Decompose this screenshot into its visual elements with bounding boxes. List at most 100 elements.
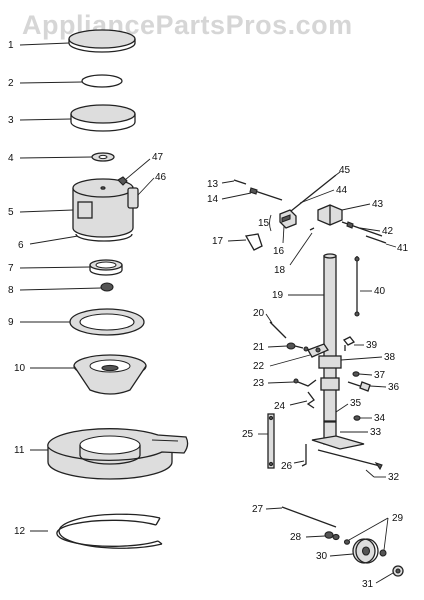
leader-23 — [267, 381, 295, 384]
callout-33: 33 — [370, 427, 382, 438]
part-5-motor-housing[interactable] — [72, 176, 139, 238]
part-3-thick-disc[interactable] — [70, 104, 136, 132]
part-23-link[interactable] — [293, 378, 317, 387]
callout-46: 46 — [155, 172, 167, 183]
leader-35 — [335, 403, 349, 413]
leader-6 — [29, 235, 79, 245]
part-2-small-disc[interactable] — [81, 74, 123, 88]
part-31-end-cap[interactable] — [392, 565, 404, 577]
part-7-ring[interactable] — [89, 259, 123, 276]
callout-20: 20 — [253, 308, 265, 319]
part-21-bushing[interactable] — [286, 342, 309, 352]
part-29-washer-pair[interactable] — [343, 539, 387, 557]
part-10-hopper[interactable] — [73, 354, 147, 395]
leader-3 — [19, 118, 72, 121]
callout-3: 3 — [8, 115, 14, 126]
callout-21: 21 — [253, 342, 265, 353]
leader-31 — [375, 572, 394, 584]
callout-45: 45 — [339, 165, 351, 176]
leader-20 — [265, 313, 273, 324]
callout-42: 42 — [382, 226, 394, 237]
part-42-rod[interactable] — [341, 221, 387, 244]
leader-36 — [369, 385, 387, 388]
part-17-clip[interactable] — [244, 233, 263, 251]
leader-24 — [289, 400, 308, 406]
part-19-main-shaft[interactable] — [318, 253, 342, 422]
callout-2: 2 — [8, 78, 14, 89]
callout-6: 6 — [18, 240, 24, 251]
callout-27: 27 — [252, 504, 264, 515]
part-8-nut[interactable] — [100, 282, 114, 292]
callout-14: 14 — [207, 194, 219, 205]
part-1-cover-disc[interactable] — [68, 29, 136, 53]
leader-37 — [358, 373, 373, 376]
callout-37: 37 — [374, 370, 386, 381]
leader-21 — [267, 345, 288, 348]
leader-4 — [19, 156, 93, 159]
part-45-rod[interactable] — [285, 174, 337, 216]
leader-38 — [340, 356, 383, 361]
bracket-15 — [269, 214, 272, 232]
part-28-spacer[interactable] — [324, 531, 340, 541]
callout-24: 24 — [274, 401, 286, 412]
callout-38: 38 — [384, 352, 396, 363]
leader-26 — [293, 460, 305, 464]
leader-29-b — [383, 517, 389, 551]
callout-23: 23 — [253, 378, 265, 389]
callout-17: 17 — [212, 236, 224, 247]
callout-9: 9 — [8, 317, 14, 328]
callout-40: 40 — [374, 286, 386, 297]
callout-28: 28 — [290, 532, 302, 543]
leader-14 — [221, 192, 252, 200]
part-25-bar[interactable] — [267, 413, 275, 469]
part-40-thin-rod[interactable] — [354, 256, 360, 317]
part-43-crosshead[interactable] — [317, 204, 343, 226]
leader-32-a — [365, 469, 375, 478]
callout-12: 12 — [14, 526, 26, 537]
leader-2 — [19, 81, 83, 84]
leader-7 — [19, 266, 91, 269]
leader-30 — [329, 553, 354, 557]
callout-7: 7 — [8, 263, 14, 274]
part-27-axle-rod[interactable] — [281, 506, 337, 528]
callout-39: 39 — [366, 340, 378, 351]
part-24-spring[interactable] — [306, 391, 315, 409]
callout-11: 11 — [14, 445, 25, 456]
part-26-clip[interactable] — [301, 444, 307, 467]
part-34-nut[interactable] — [353, 415, 361, 421]
part-36-bolt[interactable] — [347, 381, 371, 392]
part-11-base-plate[interactable] — [47, 428, 189, 480]
part-33-clamp-block[interactable] — [311, 421, 365, 450]
part-14-link-rod[interactable] — [249, 187, 283, 201]
leader-1 — [19, 42, 70, 46]
callout-34: 34 — [374, 413, 386, 424]
part-18-screw[interactable] — [309, 227, 315, 231]
part-9-gasket[interactable] — [69, 308, 145, 336]
leader-29-a — [348, 517, 389, 541]
part-6-housing-rim[interactable] — [75, 233, 133, 242]
part-32-rod[interactable] — [317, 449, 383, 471]
callout-19: 19 — [272, 290, 284, 301]
callout-44: 44 — [336, 185, 348, 196]
leader-47 — [124, 158, 151, 181]
leader-46 — [137, 177, 155, 196]
part-39-clip[interactable] — [342, 336, 356, 351]
part-30-roller-wheel[interactable] — [352, 538, 379, 564]
leader-28 — [305, 535, 326, 538]
callout-10: 10 — [14, 363, 26, 374]
callout-8: 8 — [8, 285, 14, 296]
part-22-arm[interactable] — [307, 343, 329, 358]
leader-18 — [289, 232, 313, 266]
callout-47: 47 — [152, 152, 164, 163]
part-20-spring-link[interactable] — [269, 321, 287, 339]
part-12-split-band[interactable] — [56, 513, 163, 549]
leader-17 — [227, 239, 247, 242]
part-37-washer[interactable] — [352, 371, 360, 377]
part-13-pin[interactable] — [233, 179, 247, 185]
callout-15: 15 — [258, 218, 270, 229]
part-16-bracket[interactable] — [279, 209, 297, 229]
callout-35: 35 — [350, 398, 362, 409]
part-4-washer[interactable] — [91, 152, 115, 162]
leader-42 — [359, 227, 381, 232]
